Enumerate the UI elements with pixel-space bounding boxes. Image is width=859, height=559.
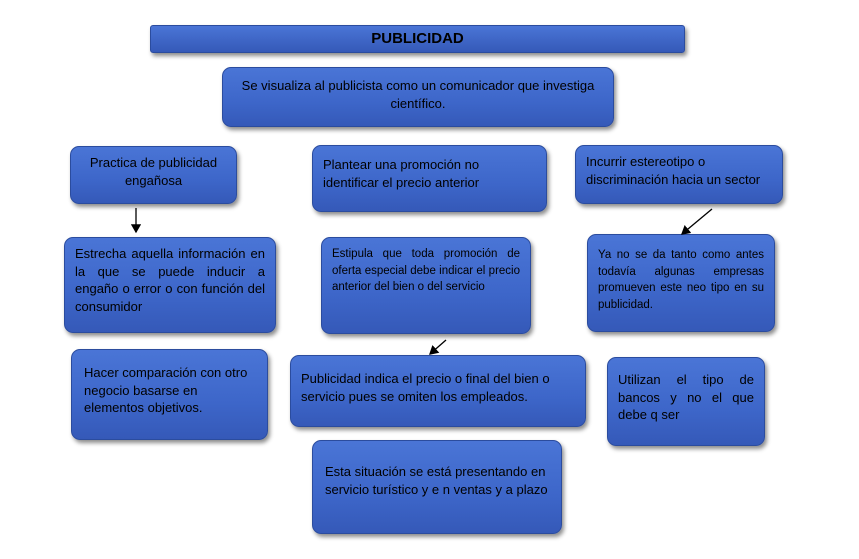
left-extra-box: Hacer comparación con otro negocio basar… [71,349,268,440]
diagram-title: PUBLICIDAD [150,25,685,53]
middle-detail-box: Estipula que toda promoción de oferta es… [321,237,531,334]
left-heading-box: Practica de publicidad engañosa [70,146,237,204]
middle-extra-box: Publicidad indica el precio o final del … [290,355,586,427]
right-extra-box: Utilizan el tipo de bancos y no el que d… [607,357,765,446]
middle-bottom-box: Esta situación se está presentando en se… [312,440,562,534]
arrow-middle [429,339,447,355]
middle-heading-box: Plantear una promoción no identificar el… [312,145,547,212]
intro-box: Se visualiza al publicista como un comun… [222,67,614,127]
arrow-right [681,208,713,235]
right-heading-box: Incurrir estereotipo o discriminación ha… [575,145,783,204]
left-detail-box: Estrecha aquella información en la que s… [64,237,276,333]
right-detail-box: Ya no se da tanto como antes todavía alg… [587,234,775,332]
